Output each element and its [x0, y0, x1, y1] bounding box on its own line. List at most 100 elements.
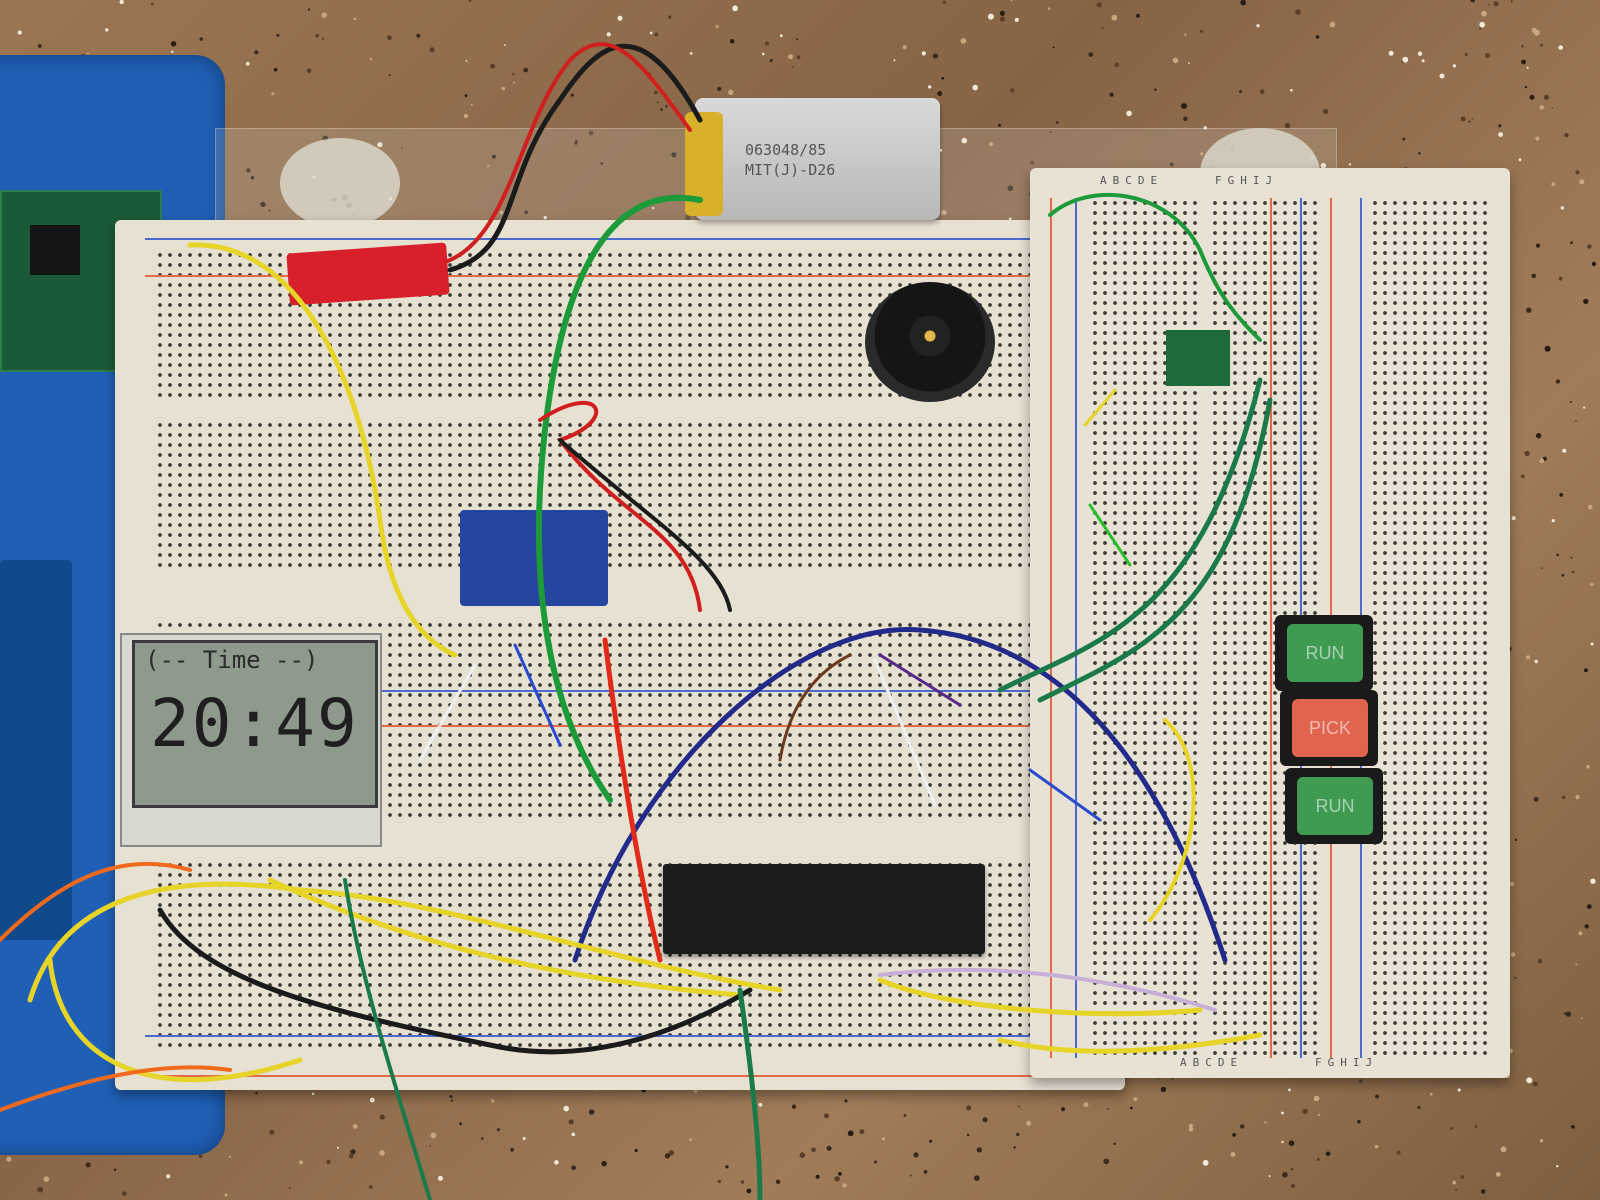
- granite-speck: [1590, 582, 1594, 587]
- granite-speck: [1479, 27, 1481, 30]
- granite-speck: [838, 1172, 842, 1176]
- granite-speck: [811, 1147, 816, 1153]
- granite-speck: [1348, 163, 1351, 166]
- granite-speck: [554, 1160, 559, 1165]
- small-breakout-board: [1166, 330, 1230, 386]
- granite-speck: [464, 94, 468, 97]
- granite-speck: [1317, 1113, 1321, 1116]
- granite-speck: [1402, 137, 1406, 141]
- granite-speck: [229, 1155, 231, 1158]
- granite-speck: [1154, 88, 1157, 91]
- granite-speck: [1514, 976, 1517, 979]
- granite-speck: [1290, 1183, 1295, 1188]
- granite-speck: [1460, 1175, 1465, 1179]
- granite-speck: [1014, 17, 1019, 22]
- rail-red-right-1: [1050, 198, 1052, 1058]
- pushbutton-3-cap[interactable]: RUN: [1297, 777, 1373, 835]
- granite-speck: [982, 1117, 988, 1123]
- granite-speck: [151, 2, 154, 6]
- granite-speck: [387, 35, 392, 41]
- granite-speck: [255, 1091, 258, 1095]
- wire-brown-1: [778, 653, 852, 762]
- granite-speck: [369, 57, 373, 61]
- granite-speck: [668, 1150, 674, 1156]
- battery-label-line1: 063048/85: [745, 141, 827, 159]
- pushbutton-3[interactable]: RUN: [1285, 768, 1383, 844]
- wire-blue-short-2: [1028, 768, 1102, 822]
- rail-blue-3: [145, 1035, 1065, 1037]
- granite-speck: [1188, 1126, 1194, 1132]
- granite-speck: [1498, 124, 1502, 128]
- granite-speck: [269, 1129, 275, 1135]
- granite-speck: [1521, 45, 1524, 48]
- granite-speck: [170, 41, 177, 47]
- granite-speck: [1571, 1125, 1575, 1129]
- granite-speck: [1551, 182, 1556, 187]
- rail-blue-right-1: [1075, 198, 1077, 1058]
- granite-speck: [350, 1149, 356, 1155]
- granite-speck: [1533, 29, 1540, 36]
- granite-speck: [574, 141, 578, 145]
- wire-black-battery: [447, 43, 703, 273]
- granite-speck: [588, 1109, 595, 1115]
- wire-green-down: [737, 987, 763, 1200]
- granite-speck: [260, 201, 266, 207]
- granite-speck: [1323, 108, 1329, 114]
- rail-red-2: [145, 725, 1065, 727]
- wire-red-chip: [602, 637, 663, 963]
- granite-speck: [775, 1179, 781, 1185]
- pushbutton-1-cap[interactable]: RUN: [1287, 624, 1363, 682]
- granite-speck: [942, 0, 946, 4]
- granite-speck: [369, 1097, 375, 1103]
- granite-speck: [430, 1132, 437, 1139]
- granite-speck: [1239, 90, 1242, 94]
- wire-purple-1: [878, 653, 962, 707]
- granite-speck: [1375, 1094, 1380, 1099]
- granite-speck: [1533, 797, 1539, 802]
- granite-speck: [1564, 132, 1569, 138]
- granite-speck: [1026, 1120, 1032, 1126]
- pushbutton-2[interactable]: PICK: [1280, 690, 1378, 766]
- wire-black-bottom: [157, 907, 753, 1055]
- granite-speck: [1526, 66, 1529, 69]
- pushbutton-1[interactable]: RUN: [1275, 615, 1373, 691]
- rubber-foot-left: [280, 138, 400, 228]
- pushbutton-2-cap[interactable]: PICK: [1292, 699, 1368, 757]
- granite-speck: [1295, 9, 1301, 15]
- granite-speck: [1010, 88, 1015, 93]
- granite-speck: [1359, 1079, 1363, 1083]
- granite-speck: [463, 113, 469, 119]
- granite-speck: [1584, 924, 1589, 929]
- granite-speck: [1049, 131, 1052, 133]
- granite-speck: [1103, 1158, 1109, 1165]
- granite-speck: [1325, 1151, 1331, 1157]
- granite-speck: [6, 1156, 12, 1162]
- granite-speck: [1551, 106, 1554, 109]
- granite-speck: [929, 1139, 933, 1143]
- granite-speck: [1521, 59, 1526, 65]
- granite-speck: [932, 53, 939, 59]
- granite-speck: [634, 1148, 638, 1153]
- granite-speck: [246, 168, 251, 173]
- granite-speck: [1535, 136, 1540, 141]
- granite-speck: [1096, 2, 1102, 8]
- granite-speck: [271, 92, 275, 96]
- granite-speck: [1417, 1106, 1421, 1109]
- granite-speck: [1498, 132, 1503, 138]
- wire-yellow-vertical: [1148, 718, 1196, 922]
- granite-speck: [1259, 89, 1265, 94]
- wire-green-long: [535, 194, 703, 803]
- granite-speck: [1010, 0, 1013, 1]
- granite-speck: [43, 1176, 50, 1182]
- granite-speck: [1396, 1150, 1401, 1155]
- granite-speck: [1558, 45, 1563, 50]
- arduino-board: [0, 560, 72, 940]
- granite-speck: [1288, 1088, 1291, 1092]
- granite-speck: [717, 1179, 722, 1184]
- granite-speck: [1575, 795, 1580, 800]
- granite-speck: [1590, 642, 1594, 646]
- granite-speck: [1551, 519, 1555, 523]
- board-label-bottom-left: ABCDE: [1180, 1056, 1244, 1069]
- piezo-buzzer: [865, 282, 995, 402]
- granite-speck: [1188, 1123, 1193, 1128]
